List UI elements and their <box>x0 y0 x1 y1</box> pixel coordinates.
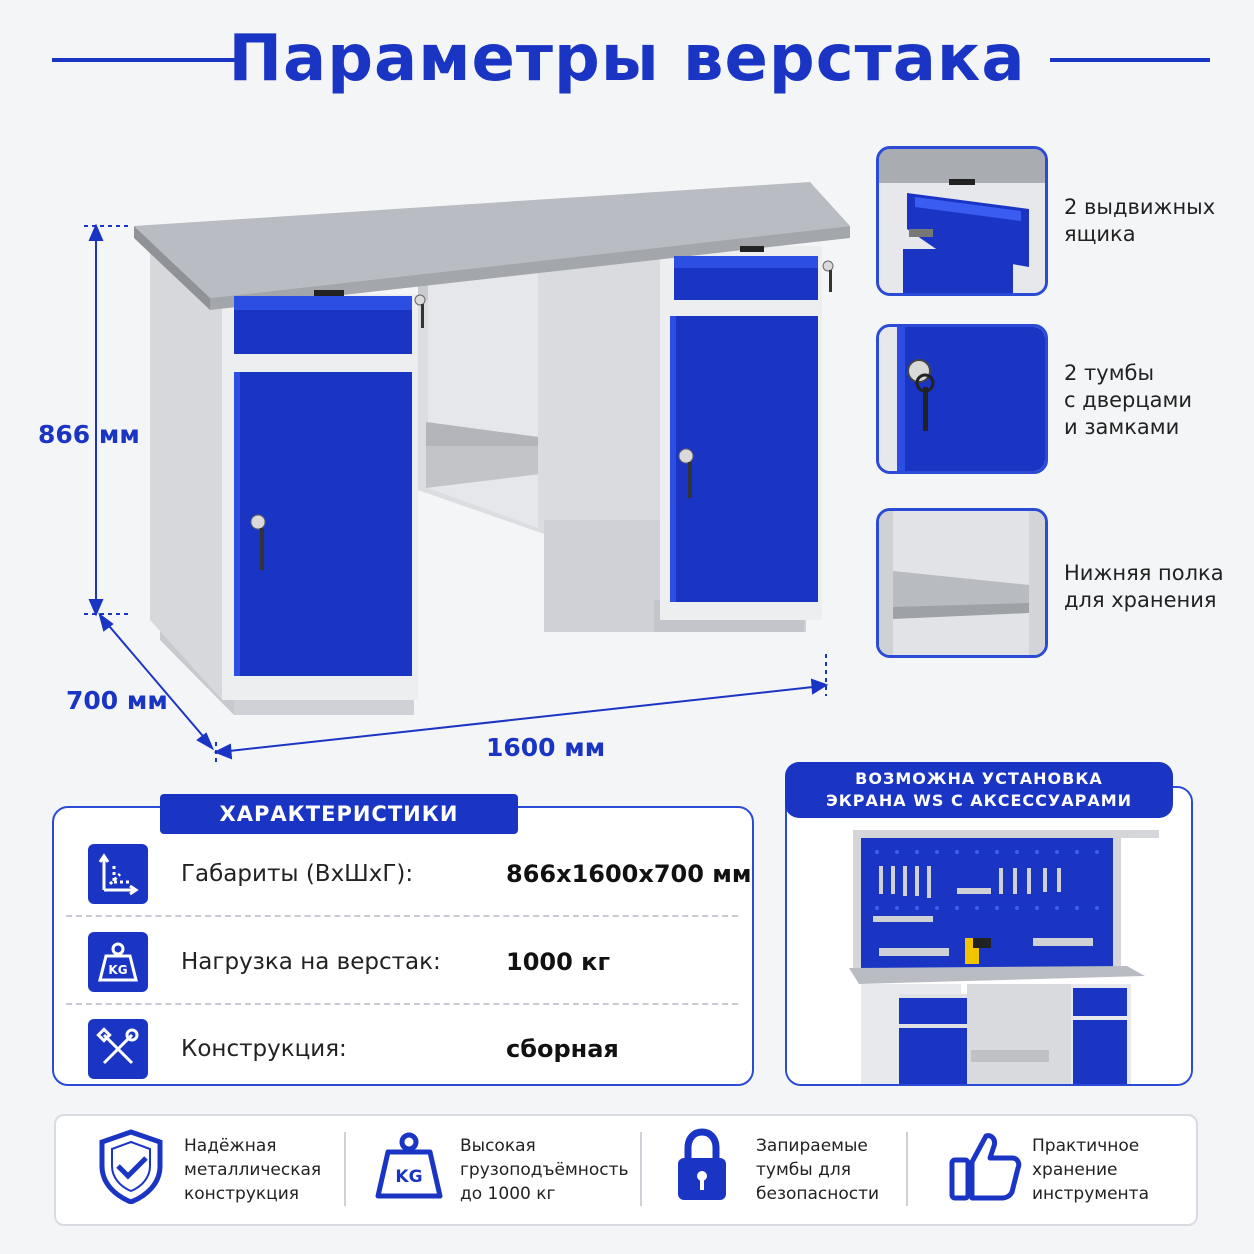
feature-doors-text-line: с дверцами <box>1064 388 1193 412</box>
benefit-lock-text-line: безопасности <box>756 1184 880 1204</box>
benefit-storage-text-line: Практичное <box>1032 1136 1140 1156</box>
thumbs-up-icon <box>949 1133 1022 1201</box>
feature-drawers-text-line: ящика <box>1064 222 1136 246</box>
feature-doors-text-line: 2 тумбы <box>1064 361 1155 385</box>
benefit-construction-text: Надёжная металлическая конструкция <box>184 1134 321 1206</box>
svg-text:KG: KG <box>395 1167 422 1187</box>
benefit-capacity-text-line: Высокая <box>460 1136 536 1156</box>
feature-shelf-text-line: Нижняя полка <box>1064 561 1224 585</box>
feature-doors-text: 2 тумбы с дверцами и замками <box>1064 360 1192 441</box>
benefit-separator <box>906 1132 908 1206</box>
spec-divider <box>66 1003 738 1005</box>
svg-text:KG: KG <box>108 963 127 977</box>
benefit-storage-text-line: хранение <box>1032 1160 1118 1180</box>
shield-check-icon <box>99 1129 163 1204</box>
spec-label-construction: Конструкция: <box>181 1036 347 1062</box>
spec-value-construction: сборная <box>506 1035 619 1063</box>
feature-drawers-text: 2 выдвижных ящика <box>1064 194 1215 248</box>
benefit-construction-text-line: конструкция <box>184 1184 299 1204</box>
benefits-bar <box>54 1114 1198 1226</box>
drawer-thumbnail <box>876 146 1048 296</box>
benefit-lock-text: Запираемые тумбы для безопасности <box>756 1134 879 1206</box>
benefit-storage-text-line: инструмента <box>1032 1184 1149 1204</box>
height-dimension: 866 мм <box>38 420 140 449</box>
benefit-capacity-text: Высокая грузоподъёмность до 1000 кг <box>460 1134 629 1206</box>
benefit-separator <box>344 1132 346 1206</box>
width-dimension: 1600 мм <box>486 733 606 762</box>
feature-doors-text-line: и замками <box>1064 415 1180 439</box>
page-title: Параметры верстака <box>228 22 1026 96</box>
accessory-title: ВОЗМОЖНА УСТАНОВКА ЭКРАНА WS С АКСЕССУАР… <box>785 762 1173 818</box>
benefit-construction-text-line: металлическая <box>184 1160 322 1180</box>
specs-title: ХАРАКТЕРИСТИКИ <box>160 794 518 834</box>
padlock-icon <box>678 1128 726 1200</box>
weight-kg-icon: KG <box>375 1132 443 1199</box>
weight-kg-icon: KG <box>88 932 148 992</box>
dimensions-icon <box>88 844 148 904</box>
benefit-lock-text-line: Запираемые <box>756 1136 868 1156</box>
benefit-lock-text-line: тумбы для <box>756 1160 851 1180</box>
benefit-capacity-text-line: до 1000 кг <box>460 1184 556 1204</box>
spec-label-dimensions: Габариты (ВхШхГ): <box>181 861 414 887</box>
feature-shelf-text: Нижняя полка для хранения <box>1064 560 1224 614</box>
title-rule-right <box>1050 58 1210 62</box>
specs-card <box>52 806 754 1086</box>
spec-value-load: 1000 кг <box>506 948 610 976</box>
title-rule-left <box>52 58 240 62</box>
feature-shelf-text-line: для хранения <box>1064 588 1217 612</box>
feature-drawers-text-line: 2 выдвижных <box>1064 195 1216 219</box>
benefit-storage-text: Практичное хранение инструмента <box>1032 1134 1149 1206</box>
tools-icon <box>88 1019 148 1079</box>
benefit-construction-text-line: Надёжная <box>184 1136 277 1156</box>
lock-door-thumbnail <box>876 324 1048 474</box>
spec-divider <box>66 915 738 917</box>
shelf-thumbnail <box>876 508 1048 658</box>
accessory-card <box>785 786 1193 1086</box>
workbench-illustration <box>84 182 850 764</box>
benefit-capacity-text-line: грузоподъёмность <box>460 1160 629 1180</box>
spec-value-dimensions: 866x1600x700 мм <box>506 860 752 888</box>
depth-dimension: 700 мм <box>66 686 168 715</box>
benefit-separator <box>640 1132 642 1206</box>
spec-label-load: Нагрузка на верстак: <box>181 949 441 975</box>
